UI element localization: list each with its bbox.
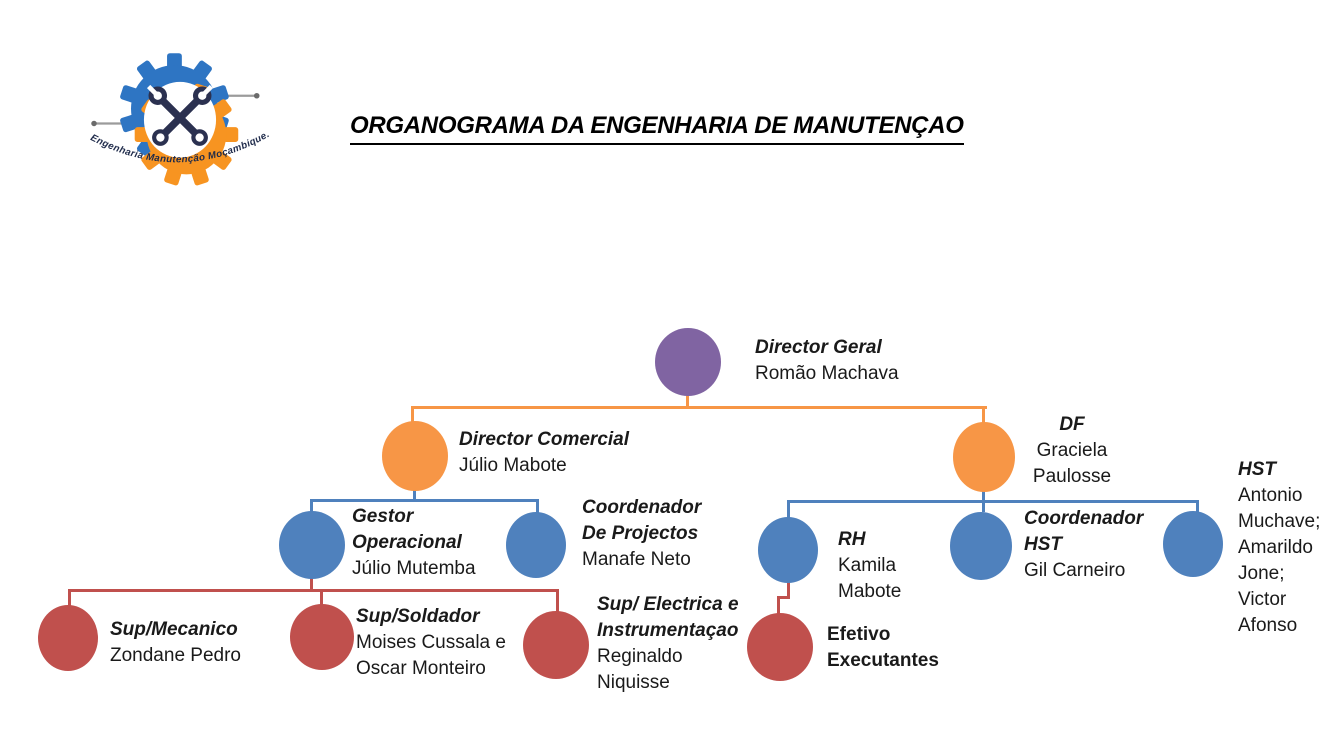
node-circle-sup-soldador [290, 604, 354, 670]
label-sup-mecanico: Sup/Mecanico Zondane Pedro [110, 617, 241, 669]
node-circle-df [953, 422, 1015, 492]
person-coordenador-de-projectos: Manafe Neto [582, 549, 691, 570]
connector-red-stem-gestor [310, 578, 313, 592]
page-title: ORGANOGRAMA DA ENGENHARIA DE MANUTENÇAO [350, 112, 964, 145]
label-df: DF Graciela Paulosse [1030, 412, 1114, 490]
person-director-geral: Romão Machava [755, 363, 899, 384]
label-director-comercial: Director Comercial Júlio Mabote [459, 427, 629, 479]
role-hst: HST [1238, 459, 1276, 480]
person-director-comercial: Júlio Mabote [459, 455, 567, 476]
crossed-wrenches-icon [146, 84, 214, 146]
role-sup-soldador: Sup/Soldador [356, 606, 480, 627]
connector-orange-drop-right [982, 406, 985, 424]
person-gestor-operacional: Júlio Mutemba [352, 558, 476, 579]
node-circle-coordenador-de-projectos [506, 512, 566, 578]
label-rh: RH Kamila Mabote [838, 527, 901, 605]
connector-blue-drop-rh [787, 500, 790, 518]
person-sup-mecanico: Zondane Pedro [110, 645, 241, 666]
connector-blue-horizontal-left [310, 499, 539, 502]
role-coordenador-de-projectos: Coordenador De Projectos [582, 497, 702, 544]
person-coordenador-hst: Gil Carneiro [1024, 560, 1126, 581]
role-efetivo-executantes: Efetivo Executantes [827, 624, 939, 671]
person-df: Graciela Paulosse [1032, 440, 1112, 487]
node-circle-rh [758, 517, 818, 583]
connector-red-horizontal [68, 589, 559, 592]
node-circle-hst [1163, 511, 1223, 577]
label-coordenador-de-projectos: Coordenador De Projectos Manafe Neto [582, 495, 701, 573]
connector-orange-drop-left [411, 406, 414, 423]
connector-red-elbow-h [777, 596, 790, 599]
node-circle-gestor-operacional [279, 511, 345, 579]
connector-blue-drop-projectos [536, 499, 539, 513]
role-df: DF [1059, 414, 1085, 435]
connector-blue-drop-gestor [310, 499, 313, 513]
person-sup-soldador: Moises Cussala e Oscar Monteiro [356, 632, 506, 679]
node-circle-director-geral [655, 328, 721, 396]
connector-orange-horizontal [411, 406, 987, 409]
engenharia-manutencao-logo: Engenharia Manutenção Moçambique. [89, 53, 271, 186]
node-circle-efetivo-executantes [747, 613, 813, 681]
label-gestor-operacional: Gestor Operacional Júlio Mutemba [352, 504, 476, 582]
role-coordenador-hst: Coordenador HST [1024, 508, 1144, 555]
label-coordenador-hst: Coordenador HST Gil Carneiro [1024, 506, 1143, 584]
person-rh: Kamila Mabote [838, 555, 902, 602]
role-sup-electrica: Sup/ Electrica e Instrumentaçao [597, 594, 739, 641]
label-hst: HST Antonio Muchave; Amarildo Jone; Vict… [1238, 457, 1320, 639]
connector-red-elbow-v1 [787, 582, 790, 599]
connector-red-elbow-v2 [777, 596, 780, 615]
node-circle-coordenador-hst [950, 512, 1012, 580]
label-sup-soldador: Sup/Soldador Moises Cussala e Oscar Mont… [356, 604, 506, 682]
connector-red-drop-mecanico [68, 589, 71, 607]
person-sup-electrica: Reginaldo Niquisse [597, 646, 683, 693]
connector-red-drop-electrica [556, 589, 559, 613]
label-sup-electrica: Sup/ Electrica e Instrumentaçao Reginald… [597, 592, 739, 696]
role-rh: RH [838, 529, 866, 550]
person-hst: Antonio Muchave; Amarildo Jone; Victor A… [1238, 485, 1321, 636]
node-circle-sup-mecanico [38, 605, 98, 671]
label-director-geral: Director Geral Romão Machava [755, 335, 899, 387]
role-sup-mecanico: Sup/Mecanico [110, 619, 238, 640]
connector-orange-stem [686, 395, 689, 408]
role-director-geral: Director Geral [755, 337, 882, 358]
node-circle-director-comercial [382, 421, 448, 491]
connector-blue-drop-hst [1196, 500, 1199, 512]
label-efetivo-executantes: Efetivo Executantes [827, 622, 939, 674]
connector-blue-stem-comercial [413, 490, 416, 502]
node-circle-sup-electrica [523, 611, 589, 679]
connector-blue-horizontal-right [787, 500, 1199, 503]
role-gestor-operacional: Gestor Operacional [352, 506, 462, 553]
role-director-comercial: Director Comercial [459, 429, 630, 450]
connector-red-drop-soldador [320, 589, 323, 606]
